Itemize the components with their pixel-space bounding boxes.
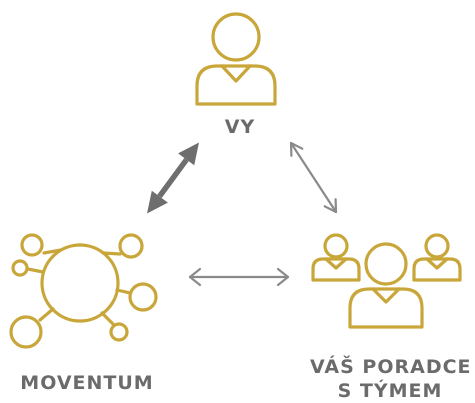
moventum-label: MOVENTUM: [20, 372, 154, 394]
person-icon: [195, 12, 277, 106]
thick-double-arrow: [147, 142, 199, 214]
advisor-label-line2: S TÝMEM: [337, 380, 443, 402]
you-label: VY: [224, 116, 256, 138]
thin-double-arrow-bottom: [188, 267, 290, 287]
advisor-label-line1: VÁŠ PORADCE: [310, 356, 472, 378]
thin-double-arrow-right: [289, 141, 338, 214]
team-icon: [311, 233, 462, 329]
network-icon: [9, 233, 158, 349]
advisor-label: VÁŠ PORADCE S TÝMEM: [310, 355, 472, 403]
